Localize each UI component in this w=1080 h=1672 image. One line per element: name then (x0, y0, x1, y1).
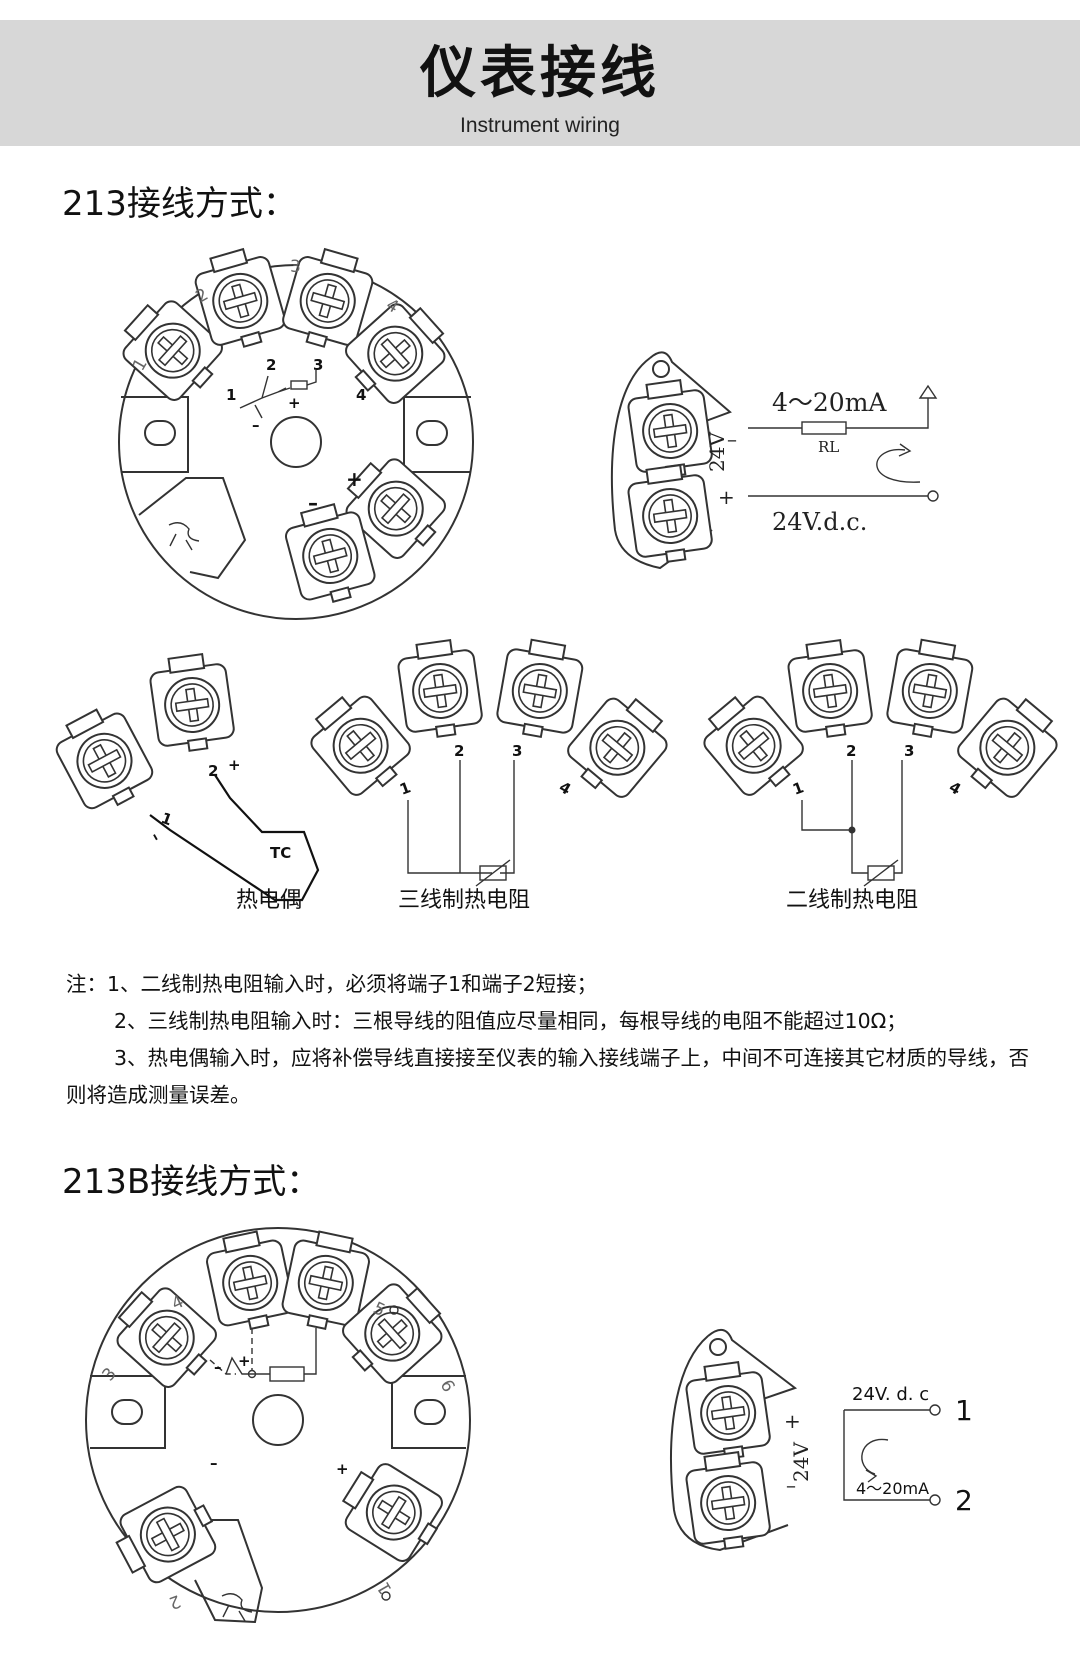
supply-label: 24V.d.c. (772, 508, 867, 536)
resistor-label: RL (818, 438, 839, 456)
rtd3-diagram: 1 2 3 4 (299, 635, 679, 887)
tc-caption: 热电偶 (236, 888, 303, 913)
inner-label-2: 2 (266, 356, 276, 374)
board-213b: 3 4 5 6 2 1 – + – + (85, 1226, 471, 1624)
section-213b-title: 213B接线方式： (62, 1162, 321, 1202)
board-plus-sign-b: + (336, 1460, 349, 1478)
hand-logo-icon (168, 522, 200, 551)
page-subtitle: Instrument wiring (460, 114, 620, 137)
note-1: 注：1、二线制热电阻输入时，必须将端子1和端子2短接； (66, 972, 598, 996)
tc-pin-2: 2 (208, 762, 218, 780)
hand-logo-icon-2 (221, 1593, 253, 1622)
pin-plus-sign: + (288, 394, 301, 412)
loop-b-current-label: 4～20mA (856, 1479, 929, 1498)
pin-minus-sign: – (252, 416, 260, 434)
loop-minus-sign: – (727, 427, 737, 451)
section-213-title: 213接线方式： (62, 184, 297, 224)
loop-b-plus-sign: + (784, 1409, 801, 1433)
rtd3-pin-4: 4 (556, 778, 574, 799)
rtd3-pin-2: 2 (454, 742, 464, 760)
board-plus-sign: + (346, 467, 363, 491)
terminal-label-1b: 1 (374, 1578, 397, 1597)
tc-label: TC (270, 844, 291, 862)
inner-label-4: 4 (356, 386, 366, 404)
rtd2-pin-1: 1 (790, 778, 806, 798)
terminal-label-2b: 2 (166, 1590, 183, 1612)
rtd3-caption: 三线制热电阻 (398, 888, 531, 913)
wiring-notes: 注：1、二线制热电阻输入时，必须将端子1和端子2短接； 2、三线制热电阻输入时：… (66, 966, 1046, 1114)
board-minus-sign-b: – (210, 1454, 218, 1472)
rtd3-pin-3: 3 (512, 742, 522, 760)
board-213: 1 2 3 4 1 2 3 4 + – – + (109, 242, 474, 620)
loop-213: 24V – + 4～20mA RL 24V.d.c. (610, 351, 939, 570)
note-3: 3、热电偶输入时，应将补偿导线直接接至仪表的输入接线端子上，中间不可连接其它材质… (66, 1046, 1030, 1107)
loop-b-terminal-1: 1 (955, 1394, 973, 1427)
inner-label-1: 1 (226, 386, 236, 404)
loop-b-minus-sign: – (786, 1473, 796, 1497)
inner-label-3: 3 (313, 356, 323, 374)
note-2: 2、三线制热电阻输入时：三根导线的阻值应尽量相同，每根导线的电阻不能超过10Ω； (114, 1009, 907, 1033)
tc-plus-sign: + (228, 756, 241, 774)
board-minus-sign: – (308, 491, 318, 515)
thermocouple-diagram: 1 2 – + TC (46, 650, 320, 902)
rtd2-diagram: 1 2 3 4 (692, 635, 1069, 887)
loop-b-voltage-label: 24V (789, 1442, 813, 1482)
page-title: 仪表接线 (420, 41, 660, 106)
terminal-label-3b: 3 (99, 1364, 121, 1385)
rtd2-caption: 二线制热电阻 (786, 888, 919, 913)
tc-plus-sign-b: + (238, 1352, 251, 1370)
rtd3-pin-1: 1 (397, 778, 413, 798)
loop-plus-sign: + (718, 485, 735, 509)
header-banner: 仪表接线 Instrument wiring (0, 20, 1080, 146)
loop-current-label: 4～20mA (772, 388, 887, 417)
loop-voltage-label: 24V (705, 432, 729, 472)
loop-213b: 24V + – 24V. d. c 4～20mA 1 2 (670, 1329, 973, 1554)
tc-minus-sign: – (147, 829, 166, 844)
terminal-label-3: 3 (290, 257, 301, 277)
terminal-label-6b: 6 (436, 1377, 459, 1396)
loop-b-supply-label: 24V. d. c (852, 1384, 929, 1405)
loop-b-terminal-2: 2 (955, 1484, 973, 1517)
rtd2-pin-3: 3 (904, 742, 914, 760)
tc-minus-sign-b: – (214, 1358, 222, 1376)
rtd2-pin-2: 2 (846, 742, 856, 760)
rtd2-pin-4: 4 (946, 778, 964, 799)
tc-pin-1: 1 (159, 809, 175, 829)
